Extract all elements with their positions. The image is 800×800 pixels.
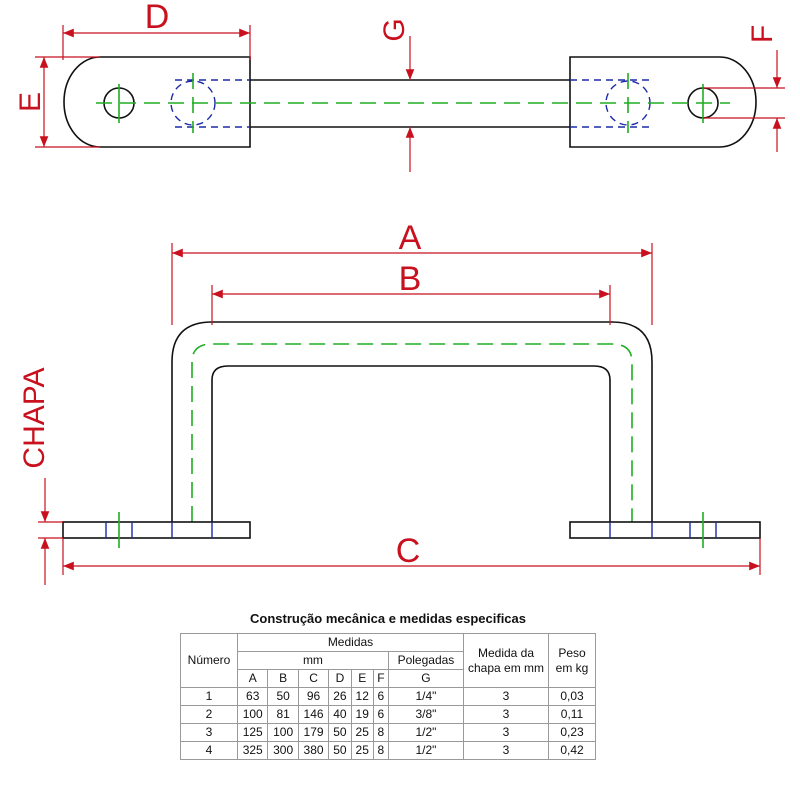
cell-g: 1/2" (387, 723, 465, 742)
top-dimensions: D E G F (14, 0, 785, 172)
cell-f: 8 (372, 723, 389, 742)
cell-f: 6 (372, 705, 389, 724)
cell-d: 40 (328, 705, 352, 724)
header-medidas: Medidas (237, 633, 464, 652)
dim-label-b: B (399, 260, 422, 298)
cell-num: 2 (180, 705, 238, 724)
dim-label-chapa: CHAPA (18, 367, 51, 468)
cell-d: 26 (328, 687, 352, 706)
table-row: 1 63 50 96 26 12 6 1/4" 3 0,03 (180, 687, 596, 706)
top-right-tab (569, 56, 757, 148)
cell-g: 3/8" (387, 705, 465, 724)
header-polegadas: Polegadas (387, 651, 465, 670)
header-peso: Peso em kg (548, 633, 596, 688)
table-row: 2 100 81 146 40 19 6 3/8" 3 0,11 (180, 705, 596, 724)
cell-c: 146 (297, 705, 330, 724)
dim-label-g: G (378, 18, 411, 41)
cell-num: 4 (180, 741, 238, 760)
cell-b: 300 (267, 741, 299, 760)
cell-chapa: 3 (463, 723, 549, 742)
cell-b: 100 (267, 723, 299, 742)
side-dimensions: A B C CHAPA (18, 219, 761, 585)
table-row: 3 125 100 179 50 25 8 1/2" 3 0,23 (180, 723, 596, 742)
dim-label-d: D (145, 0, 170, 36)
col-f: F (372, 669, 389, 688)
header-numero: Número (180, 633, 238, 688)
header-medida-chapa: Medida da chapa em mm (463, 633, 549, 688)
cell-e: 25 (350, 723, 374, 742)
cell-a: 63 (236, 687, 269, 706)
cell-d: 50 (328, 741, 352, 760)
dim-label-f: F (746, 25, 779, 43)
cell-peso: 0,42 (548, 741, 596, 760)
cell-c: 179 (297, 723, 330, 742)
col-e: E (350, 669, 374, 688)
cell-d: 50 (328, 723, 352, 742)
spec-table: Construção mecânica e medidas especifica… (180, 603, 596, 760)
cell-e: 19 (350, 705, 374, 724)
left-foot-plate (62, 521, 251, 539)
cell-g: 1/2" (387, 741, 465, 760)
cell-f: 8 (372, 741, 389, 760)
dim-label-a: A (399, 219, 422, 257)
cell-a: 325 (236, 741, 269, 760)
right-foot-plate (569, 521, 761, 539)
cell-f: 6 (372, 687, 389, 706)
cell-c: 380 (297, 741, 330, 760)
cell-e: 25 (350, 741, 374, 760)
col-b: B (267, 669, 299, 688)
col-a: A (236, 669, 269, 688)
cell-e: 12 (350, 687, 374, 706)
table-title: Construção mecânica e medidas especifica… (249, 610, 526, 626)
cell-g: 1/4" (387, 687, 465, 706)
cell-peso: 0,23 (548, 723, 596, 742)
technical-drawing: D E G F (14, 0, 785, 585)
side-view (62, 321, 761, 548)
cell-a: 125 (236, 723, 269, 742)
cell-b: 50 (267, 687, 299, 706)
handle-inner-profile (211, 365, 611, 522)
col-c: C (297, 669, 330, 688)
cell-num: 3 (180, 723, 238, 742)
header-mm: mm (237, 651, 389, 670)
cell-c: 96 (297, 687, 330, 706)
top-left-tab (63, 56, 251, 148)
cell-num: 1 (180, 687, 238, 706)
table-row: 4 325 300 380 50 25 8 1/2" 3 0,42 (180, 741, 596, 760)
col-g: G (387, 669, 465, 688)
cell-peso: 0,11 (548, 705, 596, 724)
dim-label-c: C (396, 532, 421, 570)
cell-chapa: 3 (463, 705, 549, 724)
cell-chapa: 3 (463, 687, 549, 706)
dim-label-e: E (14, 92, 47, 112)
handle-centerline (191, 343, 633, 522)
top-view (63, 56, 757, 148)
cell-a: 100 (236, 705, 269, 724)
col-d: D (328, 669, 352, 688)
cell-chapa: 3 (463, 741, 549, 760)
top-left-hidden-hole (170, 80, 216, 126)
cell-b: 81 (267, 705, 299, 724)
handle-outer-profile (171, 321, 653, 522)
cell-peso: 0,03 (548, 687, 596, 706)
